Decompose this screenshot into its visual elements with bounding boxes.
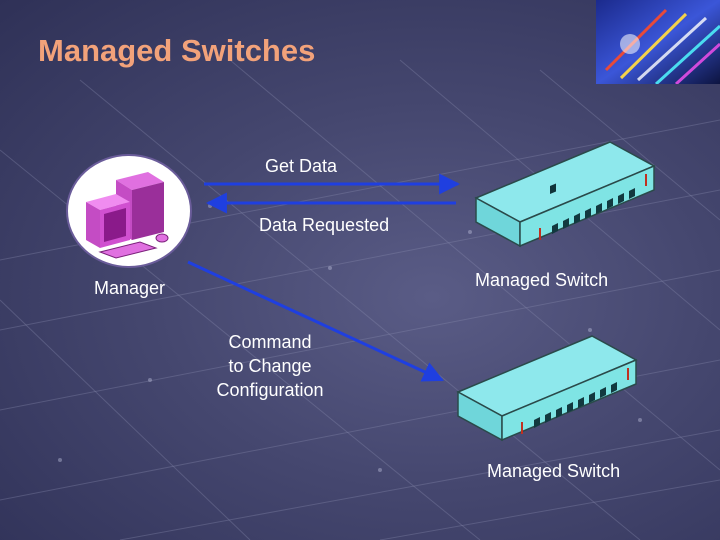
command-label-line2: to Change — [228, 356, 312, 376]
managed-switch-top-icon — [474, 141, 656, 248]
managed-switch-bottom-label: Managed Switch — [487, 461, 621, 481]
manager-computer-icon — [66, 154, 192, 268]
corner-network-cable-image — [596, 0, 720, 84]
command-label: Command to Change Configuration — [205, 330, 335, 402]
manager-label: Manager — [94, 278, 166, 298]
command-arrow — [187, 260, 444, 382]
slide-title: Managed Switches — [38, 33, 316, 68]
command-label-line1: Command — [228, 332, 312, 352]
managed-switch-bottom-icon — [456, 335, 638, 442]
managed-switch-top-label: Managed Switch — [475, 270, 609, 290]
data-requested-label: Data Requested — [259, 215, 390, 235]
get-data-label: Get Data — [265, 156, 338, 176]
command-label-line3: Configuration — [216, 380, 324, 400]
